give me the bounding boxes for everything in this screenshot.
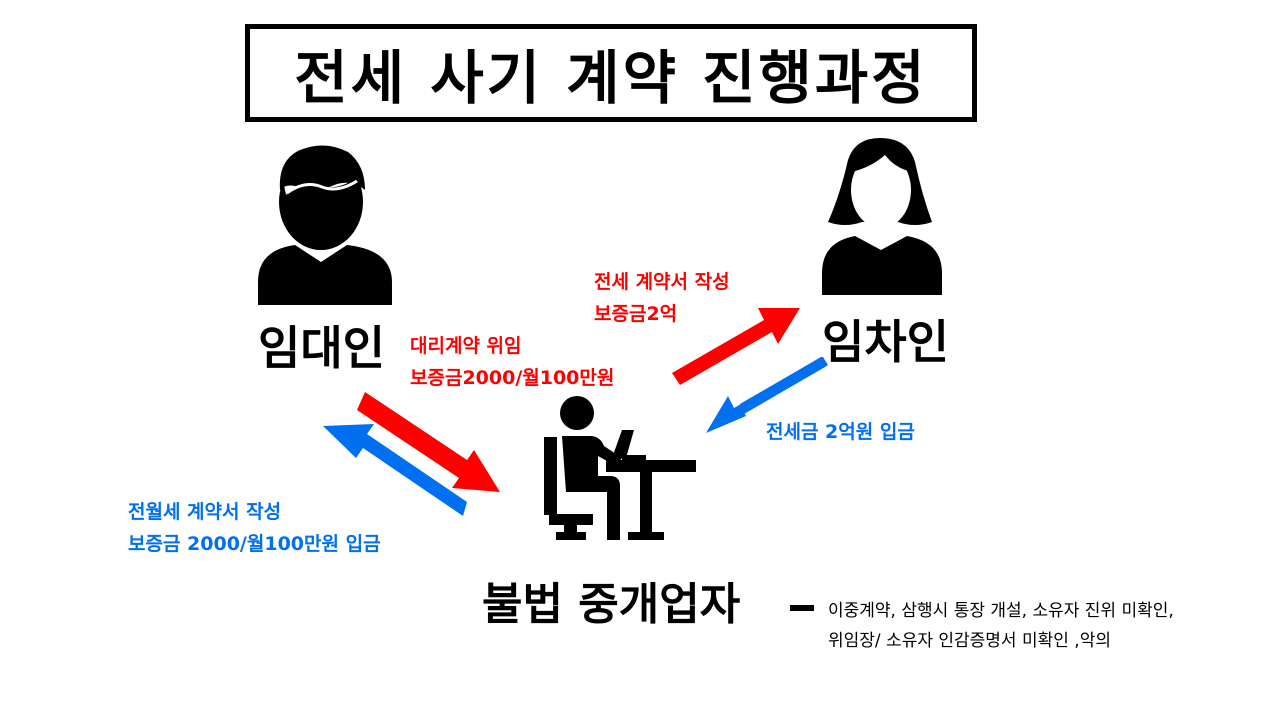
note-line: 전세 계약서 작성 [594,271,730,293]
title-box: 전세 사기 계약 진행과정 [245,24,977,122]
tenant-label: 임차인 [822,315,949,369]
arrow-tenant-to-broker [706,357,828,433]
note-line: 대리계약 위임 [410,335,522,357]
note-tenant-to-broker: 전세금 2억원 입금 [766,416,915,448]
note-line: 전세금 2억원 입금 [766,421,915,443]
issues-line: 위임장/ 소유자 인감증명서 미확인 ,악의 [828,631,1111,651]
note-broker-to-landlord: 전월세 계약서 작성 보증금 2000/월100만원 입금 [128,496,381,560]
woman-icon [822,138,942,295]
note-landlord-to-broker: 대리계약 위임 보증금2000/월100만원 [410,330,614,394]
note-broker-to-tenant: 전세 계약서 작성 보증금2억 [594,266,730,330]
note-line: 보증금2억 [594,303,678,325]
arrow-broker-to-landlord [323,424,467,516]
broker-label: 불법 중개업자 [482,579,741,630]
broker-issues: 이중계약, 삼행시 통장 개설, 소유자 진위 미확인, 위임장/ 소유자 인감… [828,596,1174,656]
broker-at-desk-icon [544,396,696,540]
man-icon [258,145,392,305]
note-line: 보증금2000/월100만원 [410,367,615,389]
issues-line: 이중계약, 삼행시 통장 개설, 소유자 진위 미확인, [828,601,1174,621]
page-title: 전세 사기 계약 진행과정 [294,44,928,112]
landlord-label: 임대인 [258,321,385,375]
arrow-landlord-to-broker [357,392,500,492]
dash-separator [790,605,814,611]
note-line: 보증금 2000/월100만원 입금 [128,533,381,555]
arrow-broker-to-tenant [672,308,800,385]
note-line: 전월세 계약서 작성 [128,501,282,523]
